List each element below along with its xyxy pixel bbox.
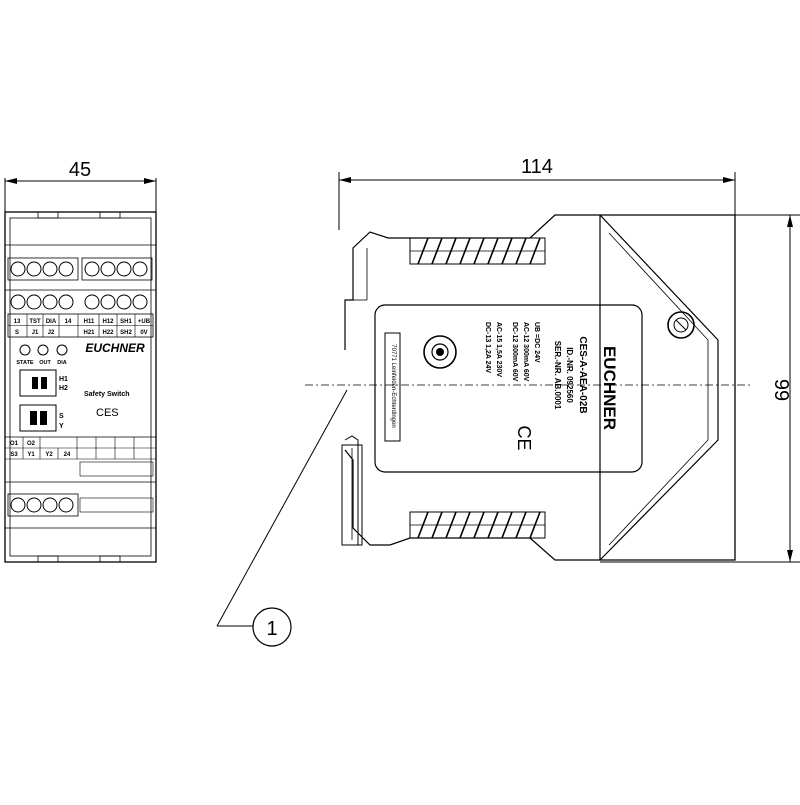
label-model: CES-A-AEA-02B — [577, 336, 588, 413]
ce-mark: CE — [514, 425, 534, 450]
dip-switch-s: S Y — [19, 404, 64, 432]
side-view: 70771 Leinfelden-Echterdingen EUCHNER CE… — [305, 214, 750, 561]
term-label-0v: 0V — [140, 330, 147, 336]
term-label-j1: J1 — [32, 330, 39, 336]
label-id-no: ID.-NR. 092560 — [565, 347, 574, 403]
term-label-sh1: SH1 — [120, 319, 132, 325]
out-label-o1: O1 — [10, 441, 19, 447]
din-rail-clip — [341, 435, 363, 546]
led-label-dia: DIA — [57, 360, 67, 366]
term-label-13: 13 — [14, 319, 21, 325]
lower-label-24: 24 — [64, 452, 71, 458]
term-label-14: 14 — [65, 319, 72, 325]
dimension-width-side: 114 — [521, 156, 553, 178]
term-label-ub: +UB — [138, 319, 151, 325]
label-address: 70771 Leinfelden-Echterdingen — [390, 344, 396, 427]
dimension-width-front: 45 — [69, 159, 91, 181]
term-label-sh2: SH2 — [120, 330, 132, 336]
callout-1: 1 — [216, 389, 348, 647]
led-label-out: OUT — [39, 360, 51, 366]
dimension-45: 45 — [4, 159, 157, 222]
dimension-114: 114 — [338, 156, 736, 230]
term-label-h22: H22 — [102, 330, 114, 336]
label-rating-ac12: AC-12 300mA 60V — [522, 322, 529, 382]
dimension-height-side: 99 — [770, 379, 792, 401]
switch-label-s: S — [59, 413, 64, 420]
cooling-fins-top — [409, 237, 546, 265]
terminal-labels: 13 TST DIA 14 H11 H12 SH1 +UB S J1 J2 H2… — [7, 313, 154, 338]
led-label-state: STATE — [16, 360, 34, 366]
terminal-screws-second — [10, 294, 148, 310]
label-brand: EUCHNER — [600, 346, 619, 430]
front-brand-logo: EUCHNER — [85, 341, 145, 355]
term-label-tst: TST — [29, 319, 41, 325]
term-label-s: S — [15, 330, 19, 336]
label-rating-ub: UB =DC 24V — [533, 322, 540, 363]
lower-label-y2: Y2 — [45, 452, 53, 458]
label-rating-ac15: AC-15 1,5A 230V — [495, 322, 502, 377]
status-leds: STATE OUT DIA — [16, 344, 68, 366]
terminal-screws-bottom — [7, 493, 79, 517]
label-ser-no: SER.-NR. AB.0001 — [553, 341, 562, 410]
lower-terminal-grid: O1 O2 S3 Y1 Y2 24 — [5, 436, 156, 513]
actuator-boss — [667, 311, 695, 339]
switch-label-h2: H2 — [59, 385, 68, 392]
lower-label-y1: Y1 — [27, 452, 35, 458]
lower-label-s3: S3 — [10, 452, 18, 458]
switch-label-y: Y — [59, 423, 64, 430]
terminal-screws-top — [7, 257, 153, 281]
label-rating-dc13: DC-13 1,2A 24V — [484, 322, 491, 373]
switch-label-h1: H1 — [59, 376, 68, 383]
out-label-o2: O2 — [27, 441, 36, 447]
term-label-h11: H11 — [84, 319, 95, 325]
cooling-fins-bottom — [409, 511, 546, 539]
label-rating-dc12: DC-12 300mA 60V — [511, 322, 518, 382]
dip-switch-h: H1 H2 — [19, 369, 68, 397]
front-view: 13 TST DIA 14 H11 H12 SH1 +UB S J1 J2 H2… — [4, 211, 157, 563]
dimension-99: 99 — [600, 214, 800, 563]
callout-number: 1 — [266, 618, 277, 640]
term-label-dia: DIA — [46, 319, 57, 325]
term-label-h21: H21 — [83, 330, 95, 336]
product-name-line2: CES — [96, 407, 119, 419]
label-plate: 70771 Leinfelden-Echterdingen EUCHNER CE… — [374, 304, 643, 473]
term-label-j2: J2 — [48, 330, 55, 336]
term-label-h12: H12 — [102, 319, 114, 325]
product-name-line1: Safety Switch — [84, 391, 130, 398]
